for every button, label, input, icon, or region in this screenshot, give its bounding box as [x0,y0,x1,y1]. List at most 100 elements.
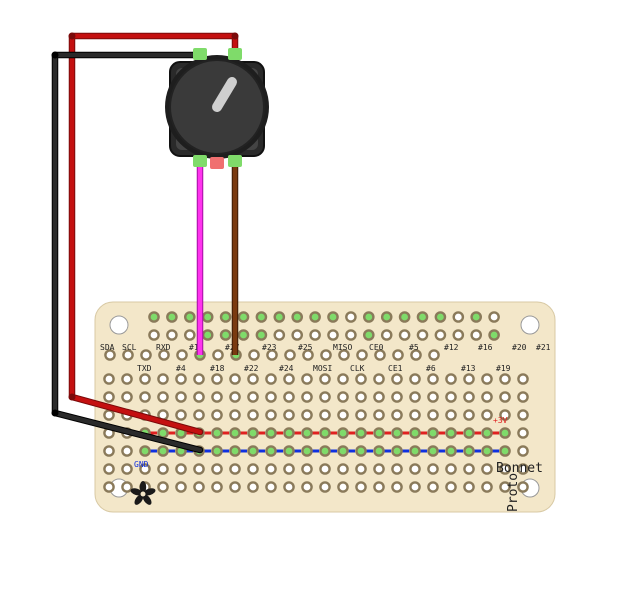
proto-pad [427,373,439,385]
proto-pad [409,481,421,493]
proto-pad [517,409,529,421]
proto-pad [157,427,169,439]
proto-pad [301,481,313,493]
bottom-pin-label: #18 [210,364,225,373]
proto-pad [319,427,331,439]
proto-pad [265,481,277,493]
proto-pad [463,445,475,457]
pot-pin-top-right [228,48,242,60]
header-pad [255,311,268,323]
proto-pad [445,445,457,457]
proto-pad [499,463,511,475]
proto-pad [229,409,241,421]
proto-pad [319,391,331,403]
proto-pad [193,391,205,403]
proto-pad [517,481,529,493]
header-pad [273,329,286,341]
proto-pad [499,427,511,439]
header-pad [291,311,304,323]
proto-pad [265,427,277,439]
header-pad [237,329,250,341]
proto-pad [175,409,187,421]
proto-pad [481,445,493,457]
proto-pad [283,463,295,475]
proto-pad [121,373,133,385]
proto-pad [517,463,529,475]
proto-pad [193,463,205,475]
proto-pad [481,481,493,493]
board-name-bonnet: Bonnet [496,461,543,476]
proto-pad [481,427,493,439]
header-pad [345,329,357,341]
proto-pad [229,373,241,385]
header-pad [166,311,178,323]
mounting-hole-top-right [520,315,540,335]
proto-pad [229,427,241,439]
header-pad [273,311,286,323]
proto-pad [337,409,349,421]
header-pad [237,311,250,323]
proto-pad [319,373,331,385]
proto-pad [463,481,475,493]
proto-pad [337,373,349,385]
proto-pad [103,445,115,457]
proto-pad [283,391,295,403]
pin-pad [248,349,260,361]
proto-pad [517,373,529,385]
proto-pad [499,445,511,457]
proto-pad [337,463,349,475]
proto-pad [409,445,421,457]
proto-pad [319,463,331,475]
proto-pad [301,463,313,475]
proto-pad [301,427,313,439]
header-pad [434,329,447,341]
wires [51,32,239,454]
proto-pad [427,463,439,475]
board-labels: SDASCL#17#27#23#25MISOCE0#5#12#16#20#21T… [100,343,551,373]
proto-pad [229,391,241,403]
bottom-pin-label: #24 [279,364,294,373]
proto-pad [409,427,421,439]
proto-pad [391,391,403,403]
proto-pad [193,481,205,493]
pin-pad [356,349,368,361]
top-pin-label: #16 [478,343,493,352]
top-pin-label: #25 [298,343,313,352]
proto-pad [283,481,295,493]
proto-pad [517,427,529,439]
board-body [94,301,556,513]
proto-pad [157,445,169,457]
header-pad [201,329,214,341]
bottom-pin-label: #4 [176,364,186,373]
proto-pad [427,391,439,403]
pin-pad [428,349,440,361]
proto-pad [247,427,259,439]
header-pad [309,329,321,341]
header-pad [201,311,214,323]
proto-pad [247,463,259,475]
pin-pad [158,349,170,361]
proto-pad [283,409,295,421]
bottom-pin-label: #19 [496,364,511,373]
proto-pad [283,373,295,385]
pot-pin-bottom-middle [210,157,224,169]
proto-pad [355,445,367,457]
header-pad [362,311,375,323]
proto-pad [409,463,421,475]
header-pad [452,329,465,341]
proto-pad [481,409,493,421]
proto-pad [247,373,259,385]
proto-pad [373,391,385,403]
proto-pad [409,373,421,385]
pin-pad [266,349,278,361]
proto-pad [283,445,295,457]
proto-pad [265,391,277,403]
proto-pad [175,391,187,403]
proto-pad [103,463,115,475]
pin-pad [176,349,188,361]
proto-pad [427,445,439,457]
top-pin-label: #5 [409,343,419,352]
pin-pad [140,349,152,361]
mounting-hole-top-left [109,315,129,335]
proto-pad [355,481,367,493]
